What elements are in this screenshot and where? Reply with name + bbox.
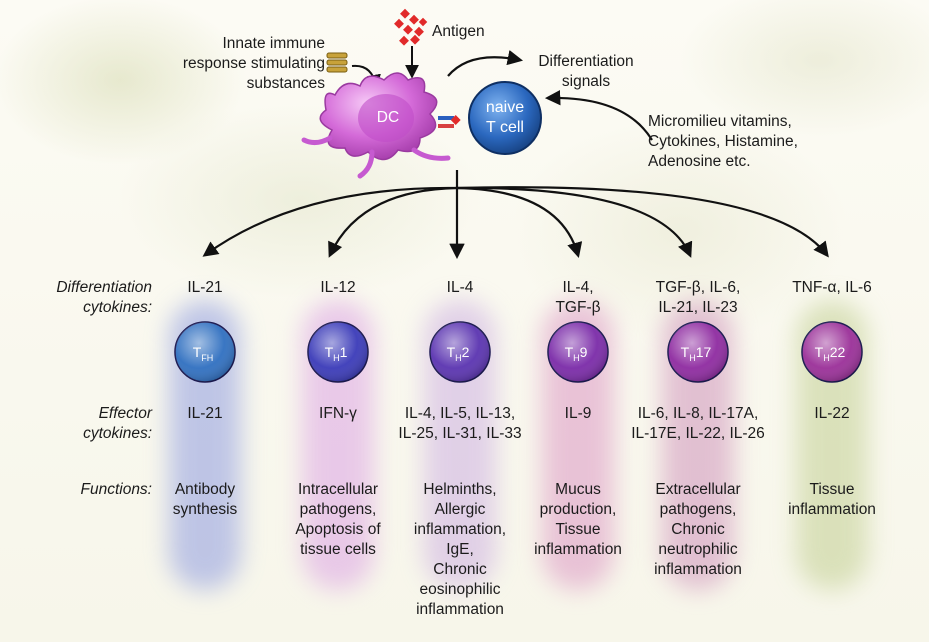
cell-th9: TH9	[547, 321, 609, 383]
effector-cytokines-th17: IL-6, IL-8, IL-17A, IL-17E, IL-22, IL-26	[631, 405, 765, 442]
diff-cytokines-th17: TGF-β, IL-6, IL-21, IL-23	[655, 279, 741, 316]
function-th2: Helminths, Allergic inflammation, IgE, C…	[413, 481, 507, 618]
cell-label-tfh: TFH	[193, 344, 214, 363]
diff-cytokines-th9: IL-4, TGF-β	[555, 279, 601, 316]
cell-label-th17: TH17	[681, 344, 712, 363]
effector-cytokines-th22: IL-22	[814, 405, 850, 422]
cell-label-th1: TH1	[325, 344, 348, 363]
diff-cytokines-tfh: IL-21	[187, 279, 223, 296]
micromilieu-label: Micromilieu vitamins, Cytokines, Histami…	[648, 113, 798, 170]
effector-cytokines-th1: IFN-γ	[319, 405, 357, 422]
function-th22: Tissue inflammation	[788, 481, 876, 518]
diff-cytokines-th2: IL-4	[446, 279, 474, 296]
cell-th2: TH2	[429, 321, 491, 383]
antigen-label: Antigen	[432, 23, 485, 40]
cell-label-th22: TH22	[815, 344, 846, 363]
cell-label-th9: TH9	[565, 344, 588, 363]
row-label-functions: Functions:	[80, 481, 152, 498]
differentiation-signals-label: Differentiation signals	[538, 53, 634, 90]
row-label-effector: Effector cytokines:	[83, 405, 152, 442]
cell-th1: TH1	[307, 321, 369, 383]
effector-cytokines-th2: IL-4, IL-5, IL-13, IL-25, IL-31, IL-33	[398, 405, 522, 442]
dc-label: DC	[376, 109, 400, 126]
effector-cytokines-th9: IL-9	[564, 405, 592, 422]
cell-th17: TH17	[667, 321, 729, 383]
naive-t-cell-label: naive T cell	[485, 99, 525, 136]
function-th9: Mucus production, Tissue inflammation	[534, 481, 622, 558]
diff-cytokines-th1: IL-12	[320, 279, 356, 296]
innate-substance-icon	[326, 52, 348, 73]
branch-arrows	[202, 170, 829, 260]
innate-substances-label: Innate immune response stimulating subst…	[182, 35, 325, 92]
cell-th22: TH22	[801, 321, 863, 383]
cell-tfh: TFH	[174, 321, 236, 383]
diff-cytokines-th22: TNF-α, IL-6	[792, 279, 872, 296]
dendritic-cell	[301, 72, 451, 179]
mhc-tcr-connector-icon	[438, 115, 461, 128]
function-tfh: Antibody synthesis	[172, 481, 238, 518]
cell-label-th2: TH2	[447, 344, 470, 363]
antigen-icon	[394, 8, 428, 46]
effector-cytokines-tfh: IL-21	[187, 405, 223, 422]
function-th17: Extracellular pathogens, Chronic neutrop…	[654, 481, 742, 578]
naive-t-cell	[468, 81, 542, 155]
function-th1: Intracellular pathogens, Apoptosis of ti…	[295, 481, 381, 558]
row-label-differentiation: Differentiation cytokines:	[56, 279, 152, 316]
t-helper-cells: TFH TH1 TH2 TH9 TH17 TH22	[174, 321, 863, 383]
